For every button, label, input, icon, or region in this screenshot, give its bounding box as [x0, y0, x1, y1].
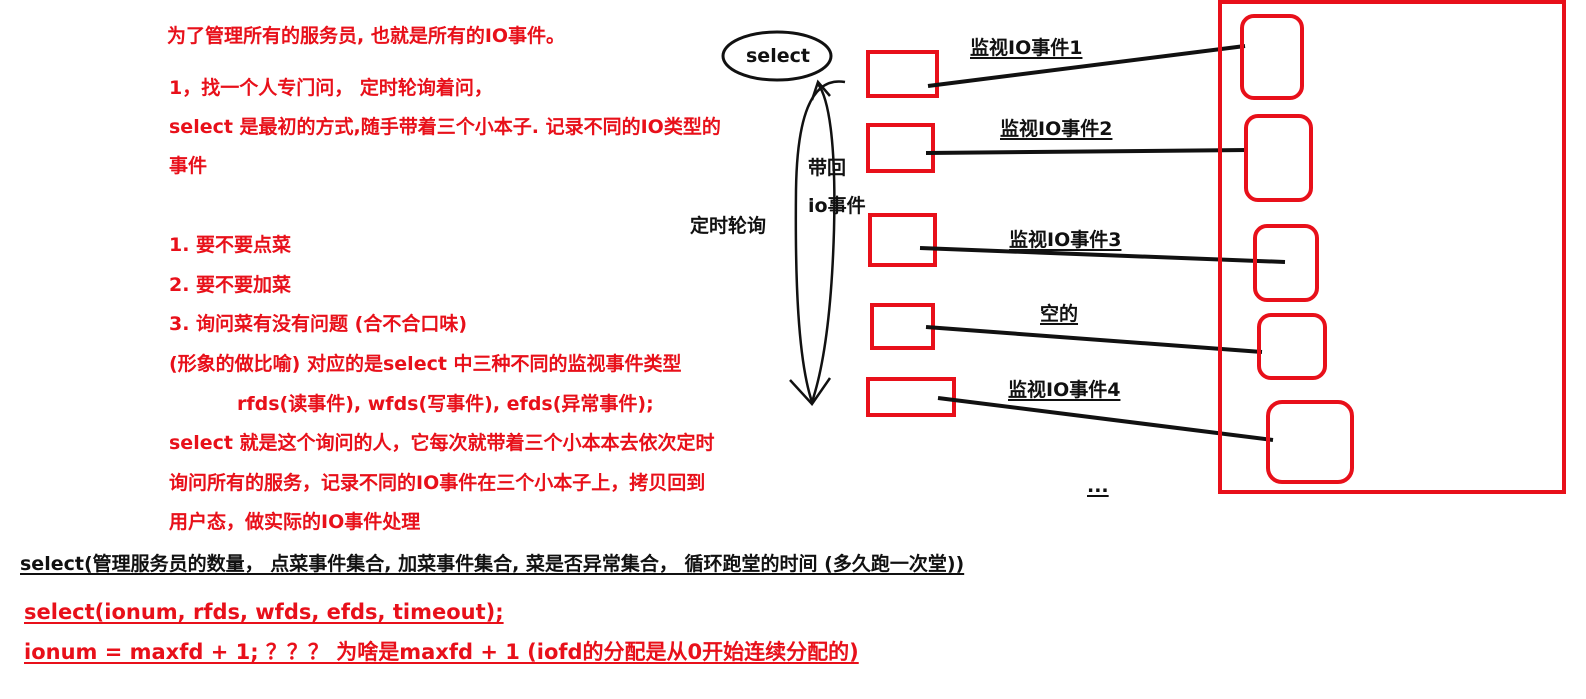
note-summary-2: 询问所有的服务，记录不同的IO事件在三个小本子上，拷贝回到 [169, 472, 706, 494]
monitor-label-empty: 空的 [1040, 303, 1079, 325]
polling-loop-arrow [794, 80, 846, 406]
note-summary-1: select 就是这个询问的人，它每次就带着三个小本本去依次定时 [169, 432, 715, 454]
ellipsis-label: ... [1087, 475, 1109, 497]
monitor-label-4: 监视IO事件4 [1008, 379, 1121, 401]
note-question-2: 2. 要不要加菜 [169, 274, 292, 296]
polling-label: 定时轮询 [690, 215, 767, 237]
fd-box-5 [866, 377, 956, 417]
ionum-explanation: ionum = maxfd + 1; ？？？ 为啥是maxfd + 1 (iof… [24, 640, 859, 664]
note-fd-types: rfds(读事件), wfds(写事件), efds(异常事件); [237, 393, 654, 415]
link-line-2 [925, 148, 1249, 155]
note-question-1: 1. 要不要点菜 [169, 234, 292, 256]
note-intro: 为了管理所有的服务员, 也就是所有的IO事件。 [167, 25, 566, 47]
link-line-5 [937, 396, 1274, 442]
link-line-1 [927, 44, 1246, 88]
note-analogy: (形象的做比喻) 对应的是select 中三种不同的监视事件类型 [169, 353, 682, 375]
select-signature-code: select(ionum, rfds, wfds, efds, timeout)… [24, 600, 504, 624]
service-box-4 [1257, 313, 1327, 380]
service-container [1218, 0, 1566, 494]
service-box-2 [1244, 114, 1313, 202]
fd-box-4 [870, 303, 935, 350]
monitor-label-3: 监视IO事件3 [1009, 229, 1122, 251]
note-question-3: 3. 询问菜有没有问题 (合不合口味) [169, 313, 468, 335]
note-select-desc-1: select 是最初的方式,随手带着三个小本子. 记录不同的IO类型的 [169, 116, 721, 138]
polling-arrowhead-top [810, 79, 831, 101]
select-signature-description: select(管理服务员的数量， 点菜事件集合, 加菜事件集合, 菜是否异常集合… [20, 553, 965, 575]
link-line-4 [925, 325, 1263, 354]
service-box-3 [1253, 224, 1319, 302]
service-box-1 [1240, 14, 1304, 100]
fd-box-2 [866, 123, 935, 173]
select-ellipse [721, 30, 833, 82]
service-box-5 [1266, 400, 1354, 484]
note-select-desc-2: 事件 [169, 155, 208, 177]
polling-arrowhead-bottom [789, 377, 832, 406]
monitor-label-2: 监视IO事件2 [1000, 118, 1113, 140]
note-summary-3: 用户态，做实际的IO事件处理 [169, 511, 421, 533]
fd-box-3 [868, 213, 937, 267]
return-label-2: io事件 [808, 195, 866, 217]
fd-box-1 [866, 50, 939, 98]
note-item-1: 1，找一个人专门问， 定时轮询着问， [169, 77, 493, 99]
return-label-1: 带回 [808, 157, 847, 179]
select-label: select [746, 45, 810, 67]
monitor-label-1: 监视IO事件1 [970, 37, 1083, 59]
link-line-3 [919, 246, 1286, 264]
